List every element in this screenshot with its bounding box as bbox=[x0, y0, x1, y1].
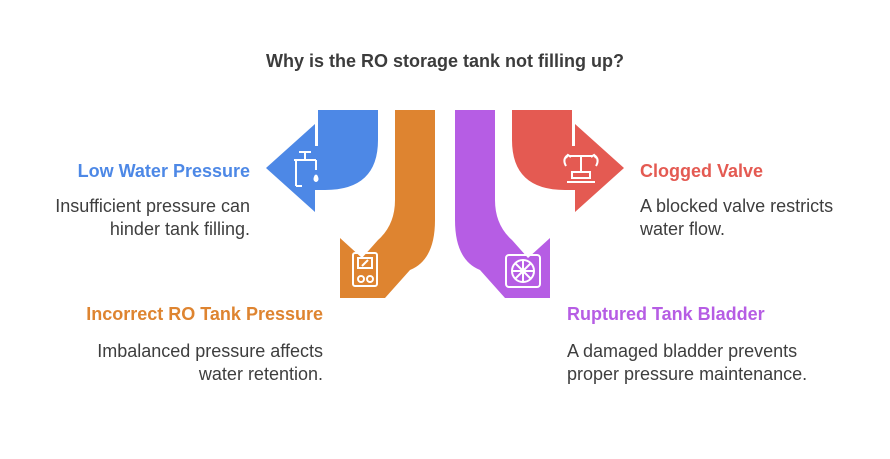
pressure-gauge-icon bbox=[352, 252, 378, 287]
ruptured-tank-bladder-label: Ruptured Tank Bladder bbox=[567, 304, 765, 324]
low-water-pressure-arrow bbox=[266, 110, 378, 212]
incorrect-ro-tank-pressure-label: Incorrect RO Tank Pressure bbox=[86, 304, 323, 324]
tank-wheel-icon bbox=[505, 254, 541, 288]
ruptured-tank-bladder-description: A damaged bladder prevents proper pressu… bbox=[567, 341, 808, 384]
clogged-valve-label: Clogged Valve bbox=[640, 161, 764, 181]
clogged-valve-arrow bbox=[512, 110, 624, 212]
clogged-valve-description: A blocked valve restricts water flow. bbox=[640, 196, 834, 239]
low-water-pressure-description: Insufficient pressure can hinder tank fi… bbox=[55, 196, 250, 239]
incorrect-ro-tank-pressure-description: Imbalanced pressure affects water retent… bbox=[97, 341, 323, 384]
incorrect-ro-tank-pressure-arrow bbox=[340, 110, 435, 298]
page-title: Why is the RO storage tank not filling u… bbox=[265, 51, 624, 71]
valve-icon bbox=[563, 153, 599, 183]
faucet-icon bbox=[294, 151, 319, 187]
low-water-pressure-label: Low Water Pressure bbox=[77, 161, 250, 181]
ruptured-tank-bladder-arrow bbox=[455, 110, 550, 298]
